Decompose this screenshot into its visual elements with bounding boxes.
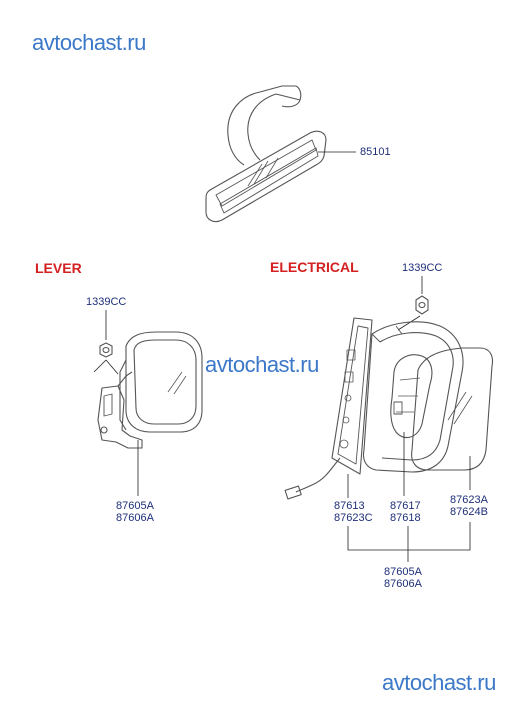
- watermark-top: avtochast.ru: [32, 30, 146, 55]
- section-lever-title: LEVER: [35, 260, 82, 276]
- electrical-mirror-drawing: [284, 276, 494, 562]
- watermark-bottom: avtochast.ru: [382, 670, 496, 695]
- part-label-lever-nut: 1339CC: [86, 296, 127, 308]
- part-label-cover-a: 87613: [334, 500, 365, 512]
- part-label-motor-a: 87617: [390, 500, 421, 512]
- lever-mirror-drawing: [93, 310, 203, 496]
- part-label-assembly-a: 87605A: [384, 566, 422, 578]
- part-label-cover-b: 87623C: [334, 512, 373, 524]
- part-label-motor-b: 87618: [390, 512, 421, 524]
- part-label-assembly-b: 87606A: [384, 578, 422, 590]
- inner-mirror-drawing: [205, 85, 356, 223]
- part-label-glass-b: 87624B: [450, 506, 488, 518]
- part-label-lever-mirror-b: 87606A: [116, 512, 154, 524]
- part-label-lever-mirror-a: 87605A: [116, 500, 154, 512]
- watermark-middle: avtochast.ru: [205, 352, 319, 377]
- part-label-glass-a: 87623A: [450, 494, 488, 506]
- part-label-inner-mirror: 85101: [360, 146, 391, 158]
- section-electrical-title: ELECTRICAL: [270, 259, 359, 275]
- part-label-electrical-nut: 1339CC: [402, 262, 443, 274]
